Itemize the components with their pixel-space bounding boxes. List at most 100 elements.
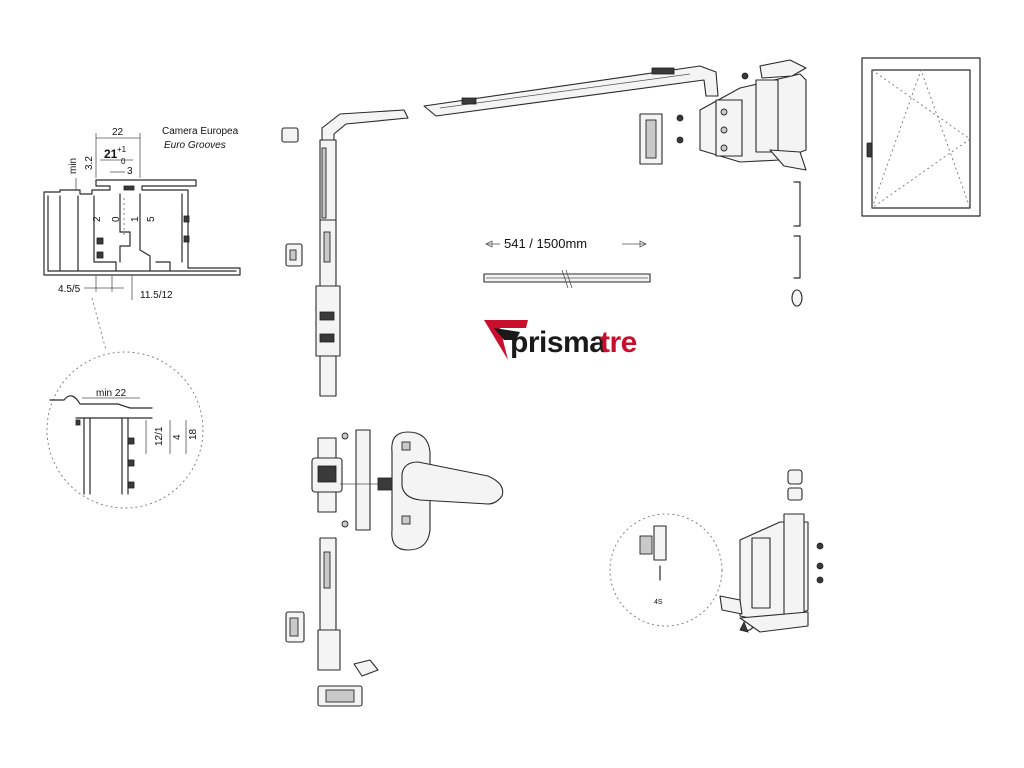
espagnolette-lower: [285, 537, 379, 707]
groove-subtitle: Euro Grooves: [164, 140, 226, 151]
hinge-pin-lower: [793, 235, 801, 279]
detail-notch-d: [75, 419, 81, 426]
bottom-hinge-adjuster: [719, 595, 743, 615]
detail-18-label: 18: [188, 428, 199, 440]
profile-notch-b: [96, 251, 104, 259]
corner-vertical-slot: [321, 147, 327, 219]
lower-lock-block: [317, 629, 341, 671]
handle-rose-detail-a: [401, 441, 411, 451]
detail-circle-border: [46, 351, 204, 509]
keeper-upper-slot: [289, 249, 297, 261]
dim-min-label: min: [68, 158, 79, 174]
detail-notch-a: [127, 437, 135, 445]
hinge-detail-block: [639, 535, 653, 555]
dim-21-label: 21: [104, 147, 118, 161]
gearbox-screw-b: [341, 520, 349, 528]
stay-arm-slider: [461, 97, 477, 105]
stay-bearing-slot: [645, 119, 657, 159]
stay-arm-groove: [439, 73, 691, 109]
bottom-hinge-screw-b: [816, 562, 824, 570]
hinge-bracket: [769, 149, 807, 171]
hinge-pin-end: [791, 289, 803, 307]
euro-groove-profile: Camera Europea Euro Grooves 22 21 +1 0 3…: [43, 126, 241, 351]
detail-notch-c: [127, 481, 135, 489]
espag-lock-block: [315, 285, 341, 357]
espag-lock-cam-a: [319, 311, 335, 321]
dim-21-tol-plus: +1: [117, 145, 127, 154]
top-hinge-top-cap: [759, 59, 807, 79]
dim-22-label: 22: [112, 127, 124, 138]
detail-profile-top: [49, 395, 153, 409]
rotate-arrowhead-icon: [739, 621, 749, 633]
gearbox-cam: [317, 465, 337, 483]
brand-name-part1: prisma: [510, 326, 606, 359]
brand-name-part2: tre: [600, 326, 637, 359]
length-arrowhead-left: [485, 240, 493, 248]
profile-inner-bottom: [47, 195, 237, 272]
bottom-hinge-cap-b: [787, 487, 803, 501]
hinge-screw-hole-b: [720, 126, 728, 134]
logo-mark: [484, 320, 528, 360]
bottom-hinge-screw-a: [816, 542, 824, 550]
hinge-screw-hole-c: [720, 144, 728, 152]
groove-title: Camera Europea: [162, 126, 239, 137]
logo-mark-inner: [494, 328, 520, 340]
handle-rose-detail-b: [401, 515, 411, 525]
handle-lever: [401, 461, 504, 505]
espag-slot-upper: [323, 231, 331, 263]
prismatre-logo: prisma tre: [484, 320, 637, 360]
hinge-screw-a: [676, 114, 684, 122]
gearbox-screw-a: [341, 432, 349, 440]
espagnolette-upper: [285, 219, 341, 397]
bottom-hinge-screw-c: [816, 576, 824, 584]
profile-notch-a: [96, 237, 104, 245]
top-hinge-plate: [715, 99, 743, 157]
hinge-detail-circle: [609, 513, 723, 627]
dim-32-label: 3.2: [84, 156, 95, 170]
dim-5-label: 5: [146, 216, 157, 222]
detail-notch-b: [127, 459, 135, 467]
detail-12-label: 12/1: [154, 426, 165, 446]
window-turn-lines: [871, 69, 971, 209]
stay-arm: [423, 65, 719, 117]
profile-outline: [43, 179, 241, 276]
profile-chamber: [119, 193, 183, 272]
dim-0-label: 0: [111, 216, 122, 222]
bottom-hinge-leaf: [783, 513, 805, 615]
window-tilt-turn-icon: [861, 57, 981, 217]
bottom-hinge-assembly: 4S: [609, 469, 824, 633]
hinge-detail-mark: 4S: [654, 599, 663, 606]
dim-115-label: 11.5/12: [140, 290, 173, 301]
corner-end-cap: [281, 127, 299, 143]
dim-2-label: 2: [92, 216, 103, 222]
gear-rod: 541 / 1500mm: [483, 236, 651, 289]
bottom-hinge-base: [739, 611, 809, 633]
hinge-detail-pin: [653, 525, 667, 561]
dim-21-tol-minus: 0: [121, 157, 126, 166]
detail-profile-webs: [83, 417, 129, 495]
window-frame: [861, 57, 981, 217]
top-hinge-leaf: [755, 79, 779, 153]
dim-1-label: 1: [130, 216, 141, 222]
window-tilt-lines: [871, 68, 971, 209]
hinge-screw-b: [676, 136, 684, 144]
bottom-hinge-plate: [751, 537, 771, 609]
handle-gearbox: [311, 429, 504, 551]
profile-notch-c: [183, 215, 190, 223]
espag-lock-cam-b: [319, 333, 335, 343]
hinge-screw-hole-a: [720, 108, 728, 116]
detail-4-label: 4: [172, 434, 183, 440]
bottom-hinge-cap: [787, 469, 803, 485]
length-arrowhead-right: [639, 240, 647, 248]
dim-45-label: 4.5/5: [58, 284, 81, 295]
detail-leader: [91, 297, 107, 351]
keeper-lower-slot: [289, 617, 299, 637]
corner-drive-assembly: [281, 65, 719, 221]
window-handle-icon: [866, 142, 873, 158]
hinge-pin-a: [741, 72, 749, 80]
stay-arm-stop: [651, 67, 675, 75]
spindle: [377, 477, 393, 491]
gear-rod-break: [561, 269, 573, 289]
dim-3-label: 3: [127, 166, 133, 177]
